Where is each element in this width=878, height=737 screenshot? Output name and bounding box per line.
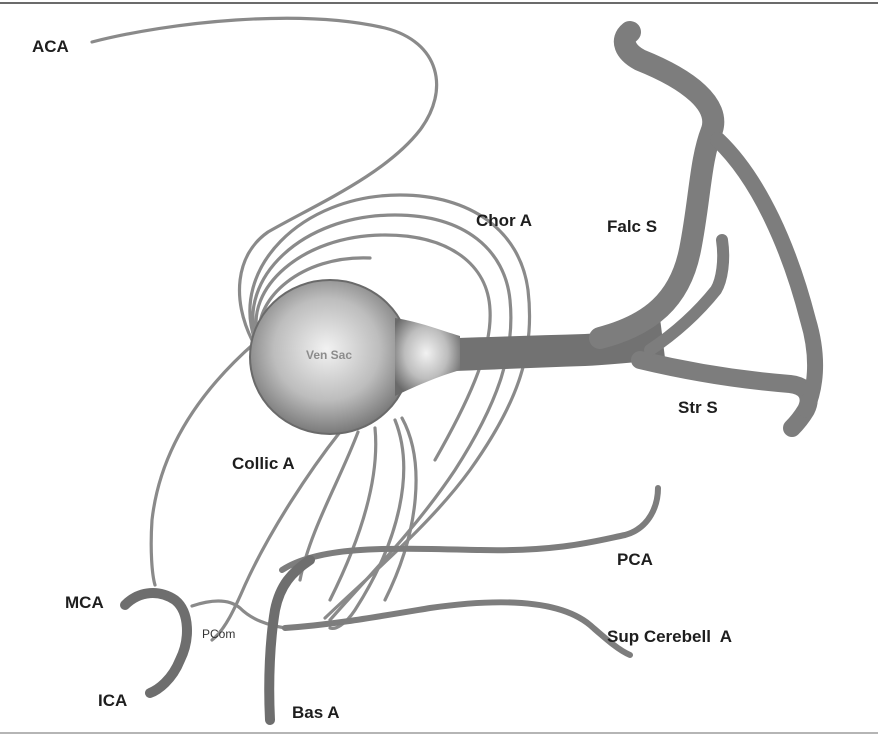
label-ven-sac: Ven Sac [306,348,352,362]
label-collic-a: Collic A [232,454,295,473]
label-aca: ACA [32,37,69,56]
collic-a-vessel-1 [210,430,342,642]
sup-cerebell-a-vessel [282,599,633,658]
label-pca: PCA [617,550,653,569]
collic-a-vessel-4 [383,416,418,602]
label-str-s: Str S [678,398,718,417]
collic-a-vessel-5 [328,426,378,602]
label-ica: ICA [98,691,127,710]
sac-neck [395,318,460,396]
mca-feeder-vessel [149,338,260,587]
str-s-sinus [400,318,665,372]
chor-a-vessel-2 [251,213,513,622]
label-pcom: PCom [202,627,235,641]
label-bas-a: Bas A [292,703,340,722]
pca-vessel [279,485,661,573]
label-sup-cerebell-a: Sup Cerebell A [607,627,732,646]
falc-s-sinus [589,21,725,349]
ica-mca-vessel [120,588,192,698]
label-falc-s: Falc S [607,217,657,236]
bas-a-vessel [264,555,315,725]
falc-s-sinus-right [710,132,824,418]
label-mca: MCA [65,593,104,612]
aca-vessel [90,16,439,342]
chor-a-vessel-outer [248,193,532,620]
label-chor-a: Chor A [476,211,532,230]
collic-a-vessel-3 [328,418,406,631]
falc-s-sinus-bridge [644,234,730,356]
str-s-sinus-lower [631,351,818,437]
